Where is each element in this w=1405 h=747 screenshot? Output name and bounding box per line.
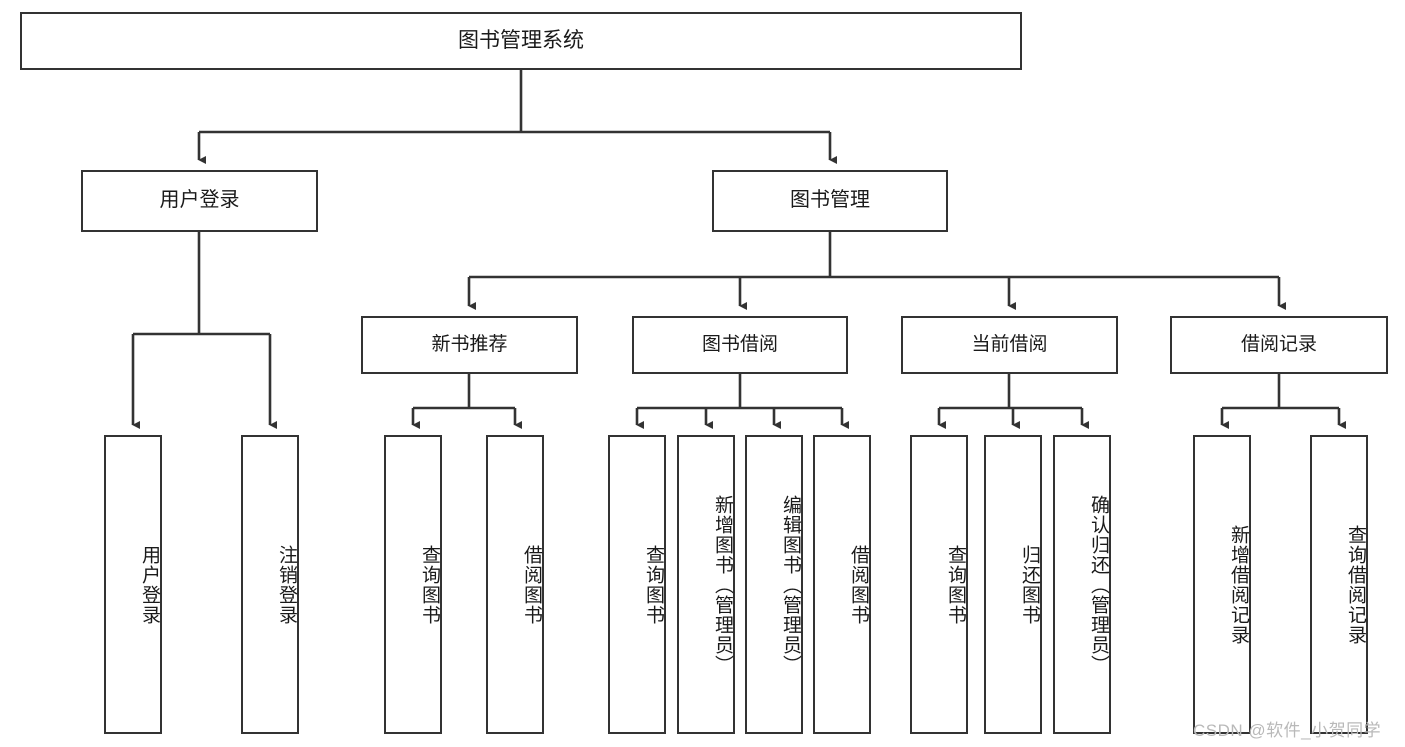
node-leaf-add-borrow-record-label: 新增借阅记录 xyxy=(1228,524,1249,645)
node-leaf-borrow-book-1[interactable]: 借阅图书 xyxy=(486,435,544,734)
node-leaf-query-book-1-label: 查询图书 xyxy=(419,544,440,625)
node-current-borrow[interactable]: 当前借阅 xyxy=(901,316,1118,374)
node-leaf-edit-book-admin[interactable]: 编辑图书（管理员） xyxy=(745,435,803,734)
node-current-borrow-label: 当前借阅 xyxy=(971,333,1048,355)
node-borrow-record[interactable]: 借阅记录 xyxy=(1170,316,1388,374)
node-leaf-query-book-1[interactable]: 查询图书 xyxy=(384,435,442,734)
node-book-manage[interactable]: 图书管理 xyxy=(712,170,948,232)
node-leaf-add-borrow-record[interactable]: 新增借阅记录 xyxy=(1193,435,1251,734)
node-leaf-add-book-admin-label: 新增图书（管理员） xyxy=(712,494,733,675)
node-new-book-recommend[interactable]: 新书推荐 xyxy=(361,316,578,374)
node-book-manage-label: 图书管理 xyxy=(790,189,870,212)
node-root-label: 图书管理系统 xyxy=(458,28,584,52)
node-leaf-borrow-book-2[interactable]: 借阅图书 xyxy=(813,435,871,734)
node-leaf-add-book-admin[interactable]: 新增图书（管理员） xyxy=(677,435,735,734)
node-leaf-user-login[interactable]: 用户登录 xyxy=(104,435,162,734)
node-leaf-borrow-book-1-label: 借阅图书 xyxy=(521,544,542,625)
node-user-login-label: 用户登录 xyxy=(159,189,240,212)
node-leaf-confirm-return-admin-label: 确认归还（管理员） xyxy=(1088,494,1109,675)
node-leaf-query-borrow-record-label: 查询借阅记录 xyxy=(1345,524,1366,645)
node-leaf-borrow-book-2-label: 借阅图书 xyxy=(848,544,869,625)
node-leaf-return-book-label: 归还图书 xyxy=(1019,544,1040,625)
node-user-login[interactable]: 用户登录 xyxy=(81,170,318,232)
node-leaf-edit-book-admin-label: 编辑图书（管理员） xyxy=(780,494,801,675)
node-borrow-record-label: 借阅记录 xyxy=(1240,333,1317,355)
node-root[interactable]: 图书管理系统 xyxy=(20,12,1022,70)
node-leaf-query-book-2-label: 查询图书 xyxy=(643,544,664,625)
node-leaf-user-logout-label: 注销登录 xyxy=(276,544,297,625)
node-leaf-confirm-return-admin[interactable]: 确认归还（管理员） xyxy=(1053,435,1111,734)
watermark: CSDN @软件_小贺同学 xyxy=(1193,721,1382,740)
node-leaf-query-book-2[interactable]: 查询图书 xyxy=(608,435,666,734)
node-book-borrow[interactable]: 图书借阅 xyxy=(632,316,848,374)
node-leaf-user-login-label: 用户登录 xyxy=(139,544,160,625)
node-new-book-recommend-label: 新书推荐 xyxy=(431,333,508,355)
node-leaf-return-book[interactable]: 归还图书 xyxy=(984,435,1042,734)
node-leaf-query-borrow-record[interactable]: 查询借阅记录 xyxy=(1310,435,1368,734)
node-leaf-user-logout[interactable]: 注销登录 xyxy=(241,435,299,734)
node-book-borrow-label: 图书借阅 xyxy=(701,333,778,355)
node-leaf-query-book-3[interactable]: 查询图书 xyxy=(910,435,968,734)
node-leaf-query-book-3-label: 查询图书 xyxy=(945,544,966,625)
